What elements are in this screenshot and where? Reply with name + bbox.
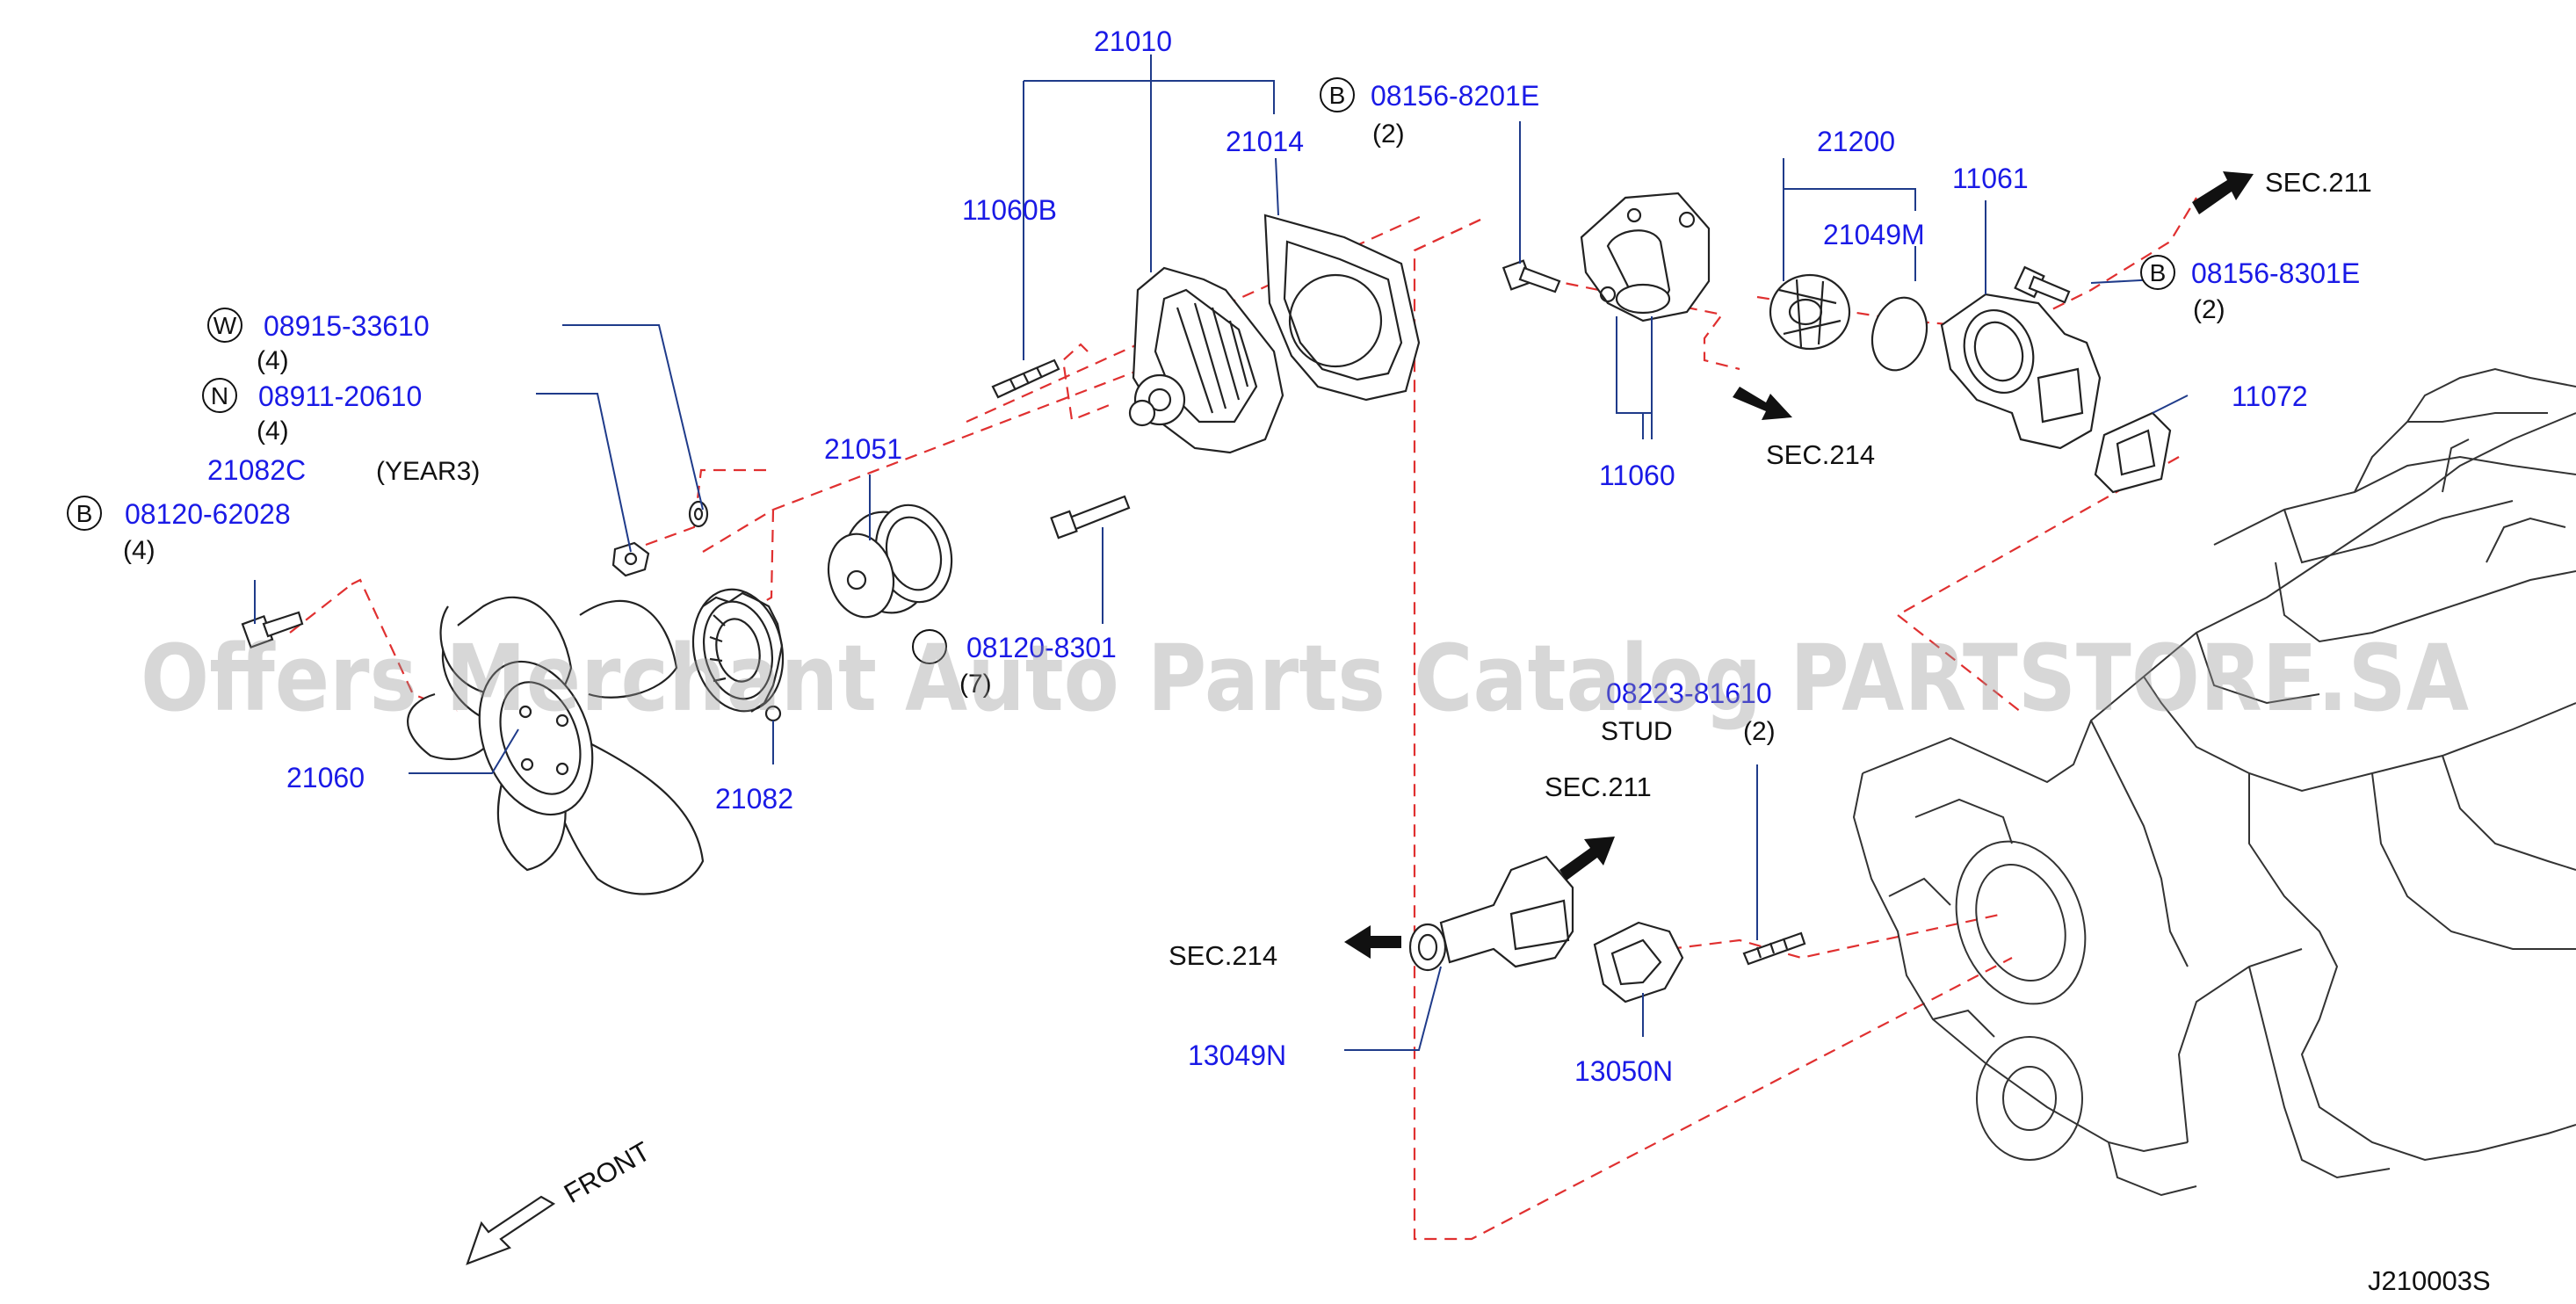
badge-letter: B <box>2150 259 2167 286</box>
pulley-21051[interactable] <box>820 496 962 625</box>
badge-n-08911-20610 <box>202 378 237 413</box>
part-labels: 21010 21014 11060B B 08156-8201E (2) 212… <box>67 25 2360 1087</box>
label-21082C[interactable]: 21082C <box>207 454 306 486</box>
stud-08223-81610[interactable] <box>1742 931 1806 966</box>
section-arrows <box>1344 171 2254 959</box>
qty-08911-20610: (4) <box>257 417 289 446</box>
label-11060B[interactable]: 11060B <box>962 194 1057 226</box>
fan-coupling-21082[interactable] <box>683 581 794 722</box>
arrow-sec211-top <box>2192 171 2254 214</box>
badge-w-08915-33610 <box>207 308 242 343</box>
badge-b-08156-8301E <box>2140 255 2175 290</box>
label-08120-62028[interactable]: 08120-62028 <box>125 498 291 530</box>
badge-letter: W <box>213 312 237 339</box>
label-08156-8301E[interactable]: 08156-8301E <box>2191 257 2360 289</box>
label-11060[interactable]: 11060 <box>1599 460 1675 491</box>
thermostat-21200[interactable] <box>1769 273 1851 351</box>
badge-letter: B <box>76 500 93 527</box>
label-13049N[interactable]: 13049N <box>1188 1040 1286 1071</box>
bolt-08120-62028[interactable] <box>241 611 304 649</box>
water-inlet-11061[interactable] <box>1940 293 2102 450</box>
qty-08915-33610: (4) <box>257 346 289 375</box>
label-sec214-low[interactable]: SEC.214 <box>1169 940 1277 971</box>
label-21010[interactable]: 21010 <box>1094 25 1172 57</box>
label-21082[interactable]: 21082 <box>715 783 793 815</box>
gasket-21014[interactable] <box>1263 214 1421 402</box>
note-stud: STUD <box>1601 717 1673 746</box>
qty-08223-81610: (2) <box>1743 717 1776 746</box>
note-21082C: (YEAR3) <box>376 457 480 486</box>
nut-08911-20610[interactable] <box>611 541 650 577</box>
arrow-sec214-mid <box>1733 387 1792 420</box>
water-outlet-13049N[interactable] <box>1408 855 1574 972</box>
arrow-sec211-low <box>1559 837 1615 880</box>
label-11061[interactable]: 11061 <box>1952 163 2029 194</box>
thermostat-outlet-11060[interactable] <box>1580 192 1711 322</box>
washer-08915-33610[interactable] <box>688 500 709 528</box>
arrow-sec214-low <box>1344 925 1401 959</box>
label-08223-81610[interactable]: 08223-81610 <box>1606 677 1772 709</box>
engine-block <box>1852 367 2576 1197</box>
badge-08120-8301 <box>912 629 947 664</box>
badge-b-08156-8201E <box>1320 77 1355 112</box>
qty-08120-8301: (7) <box>959 670 992 699</box>
label-08156-8201E[interactable]: 08156-8201E <box>1371 80 1539 112</box>
gasket-13050N[interactable] <box>1593 921 1684 1003</box>
label-sec211-top[interactable]: SEC.211 <box>2265 167 2372 198</box>
fan-21060[interactable] <box>407 596 705 895</box>
bolt-08156-8201E[interactable] <box>1501 259 1561 293</box>
label-08911-20610[interactable]: 08911-20610 <box>258 380 422 412</box>
label-21060[interactable]: 21060 <box>286 762 365 793</box>
water-pump-21010[interactable] <box>1128 266 1284 454</box>
label-11072[interactable]: 11072 <box>2232 380 2308 412</box>
badge-letter: N <box>211 382 228 409</box>
section-labels: SEC.211 SEC.214 SEC.211 SEC.214 <box>1169 167 2372 971</box>
label-21014[interactable]: 21014 <box>1226 126 1304 157</box>
gasket-21049M[interactable] <box>1864 292 1935 377</box>
badge-letter: B <box>1329 82 1346 109</box>
qty-08120-62028: (4) <box>123 536 156 565</box>
qty-08156-8301E: (2) <box>2193 295 2225 324</box>
label-21200[interactable]: 21200 <box>1817 126 1895 157</box>
label-sec214-mid[interactable]: SEC.214 <box>1766 439 1875 470</box>
label-sec211-low[interactable]: SEC.211 <box>1545 772 1652 802</box>
badge-b-08120-62028 <box>67 496 102 531</box>
bolt-08120-8301[interactable] <box>1050 495 1131 540</box>
diagram-code: J210003S <box>2368 1265 2491 1296</box>
label-08120-8301[interactable]: 08120-8301 <box>966 632 1117 663</box>
bolt-08156-8301E[interactable] <box>2014 265 2071 304</box>
label-08915-33610[interactable]: 08915-33610 <box>264 310 430 342</box>
front-label: FRONT <box>559 1135 655 1209</box>
front-arrow <box>466 1195 556 1265</box>
gasket-11072[interactable] <box>2094 411 2172 494</box>
stud-11060B[interactable] <box>991 359 1060 399</box>
label-21049M[interactable]: 21049M <box>1823 219 1925 250</box>
watermark: Offers Merchant Auto Parts Catalog PARTS… <box>141 625 2469 732</box>
label-21051[interactable]: 21051 <box>824 433 902 465</box>
leader-lines <box>254 54 2189 1051</box>
qty-08156-8201E: (2) <box>1372 120 1405 149</box>
label-13050N[interactable]: 13050N <box>1574 1055 1673 1087</box>
